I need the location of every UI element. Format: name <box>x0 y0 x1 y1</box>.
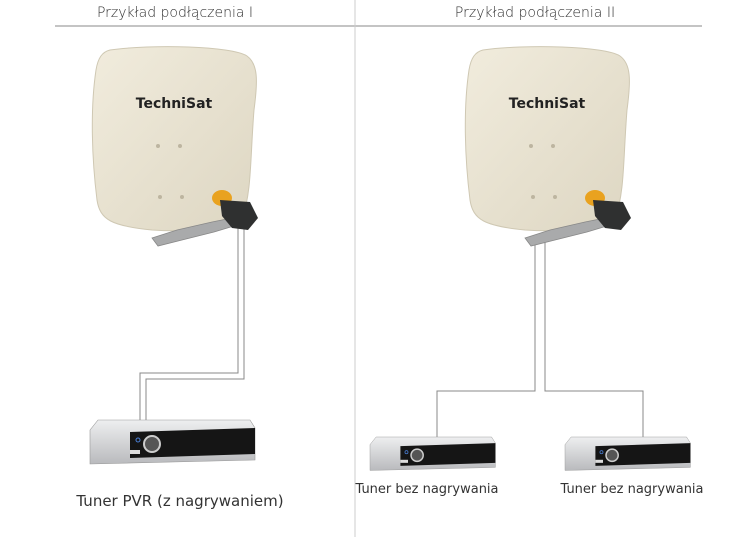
cable-tuner-left <box>436 236 536 437</box>
satellite-dish-1 <box>91 46 259 247</box>
cable-pvr <box>139 228 245 422</box>
section-2-title: Przykład podłączenia II <box>454 5 616 21</box>
cable-tuner-right <box>544 236 644 437</box>
pvr-receiver-label: Tuner PVR (z nagrywaniem) <box>76 492 284 510</box>
tuner-receiver-left <box>369 436 497 472</box>
section-1-title: Przykład podłączenia I <box>96 5 254 21</box>
dish-2-brand-logo: TechniSat <box>509 96 586 112</box>
cable-tuners <box>436 236 644 437</box>
satellite-dish-2 <box>464 46 632 247</box>
tuner-right-label: Tuner bez nagrywania <box>560 482 704 497</box>
tuner-receiver-right <box>564 436 692 472</box>
dish-1-brand-logo: TechniSat <box>136 96 213 112</box>
tuner-left-label: Tuner bez nagrywania <box>355 482 499 497</box>
pvr-receiver <box>89 419 256 465</box>
